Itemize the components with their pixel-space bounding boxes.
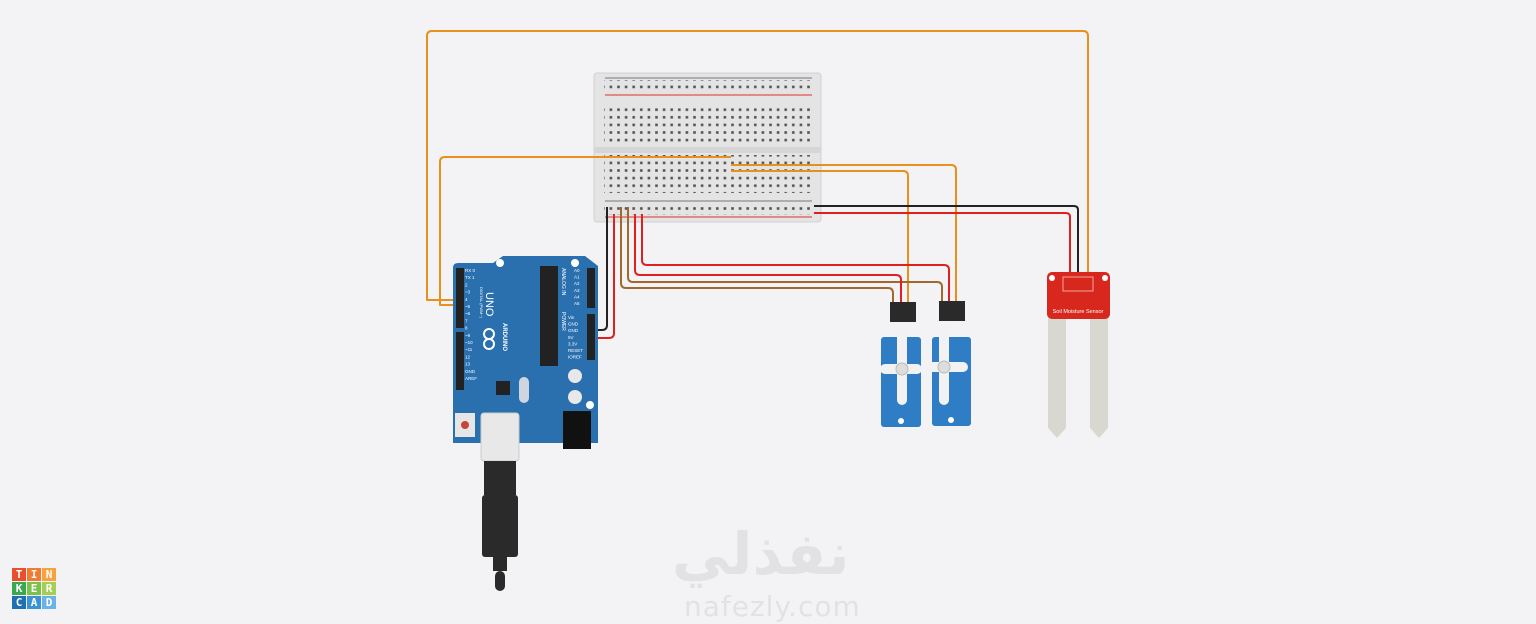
watermark-url: nafezly.com: [684, 590, 861, 623]
wire-red-servo2: [641, 214, 950, 302]
pin-label: AREF: [465, 376, 477, 381]
digital-label: DIGITAL (PWM~): [479, 287, 484, 319]
logo-letter: K: [12, 582, 26, 595]
logo-letter: T: [12, 568, 26, 581]
pin-label: GND: [568, 322, 579, 327]
pin-label: A0: [574, 268, 580, 273]
pin-label: A1: [574, 275, 580, 280]
pin-label: 13: [465, 362, 471, 367]
pin-label: ~3: [465, 290, 471, 295]
power-label: POWER: [560, 312, 566, 331]
wire-brown-servo2: [627, 207, 943, 302]
pin-label: ~11: [465, 347, 473, 352]
servo-motor-1[interactable]: [880, 302, 922, 427]
pin-label: A5: [574, 301, 580, 306]
pin-label: 5V: [568, 335, 574, 340]
pin-label: IOREF: [568, 355, 582, 360]
logo-letter: N: [42, 568, 56, 581]
wire-red-sensor: [814, 212, 1071, 280]
sensor-label: Soil Moisture Sensor: [1053, 309, 1104, 315]
tinkercad-logo[interactable]: T I N K E R C A D: [12, 568, 56, 609]
pin-label: TX 1: [465, 275, 475, 280]
pin-label: A4: [574, 294, 580, 299]
watermark-arabic: نفذلي: [672, 520, 850, 588]
pin-label: Vin: [568, 315, 575, 320]
soil-moisture-sensor[interactable]: Soil Moisture Sensor: [1047, 272, 1110, 438]
wire-orange-sensor-signal: [426, 30, 1089, 301]
wire-brown-servo1: [620, 207, 894, 302]
usb-cable[interactable]: [480, 412, 520, 591]
pin-label: A2: [574, 281, 580, 286]
wire-orange-breadboard: [439, 156, 731, 306]
pin-label: 8: [465, 326, 468, 331]
logo-letter: R: [42, 582, 56, 595]
breadboard[interactable]: [593, 72, 822, 223]
wire-black-sensor: [814, 205, 1079, 280]
logo-letter: I: [27, 568, 41, 581]
wire-red-servo1: [634, 214, 902, 302]
pin-label: A3: [574, 288, 580, 293]
pin-label: GND: [465, 369, 476, 374]
pin-label: 12: [465, 354, 471, 359]
wires: [426, 30, 1089, 339]
pin-label: ~9: [465, 333, 471, 338]
logo-letter: E: [27, 582, 41, 595]
logo-letter: D: [42, 596, 56, 609]
wire-black-gnd: [592, 207, 608, 331]
pin-label: ~6: [465, 311, 471, 316]
servo-motor-2[interactable]: [926, 301, 971, 426]
analog-in-label: ANALOG IN: [560, 268, 566, 296]
arduino-brand-label: ARDUINO: [501, 323, 507, 351]
wire-orange-servo2: [731, 164, 957, 302]
pin-label: 7: [465, 318, 468, 323]
pin-label: 3.3V: [568, 341, 577, 346]
pin-label: RX 0: [465, 268, 476, 273]
logo-letter: C: [12, 596, 26, 609]
pin-label: ~10: [465, 340, 473, 345]
pin-label: ~5: [465, 304, 471, 309]
pin-label: 2: [465, 282, 468, 287]
pin-label: 4: [465, 297, 468, 302]
wire-red-5v: [592, 214, 615, 339]
pin-label: GND: [568, 328, 579, 333]
arduino-uno[interactable]: UNO ARDUINO ANALOG IN POWER DIGITAL (PWM…: [453, 256, 598, 449]
logo-letter: A: [27, 596, 41, 609]
pin-label: RESET: [568, 348, 583, 353]
wire-orange-servo1: [731, 170, 909, 302]
arduino-model-label: UNO: [483, 292, 495, 317]
